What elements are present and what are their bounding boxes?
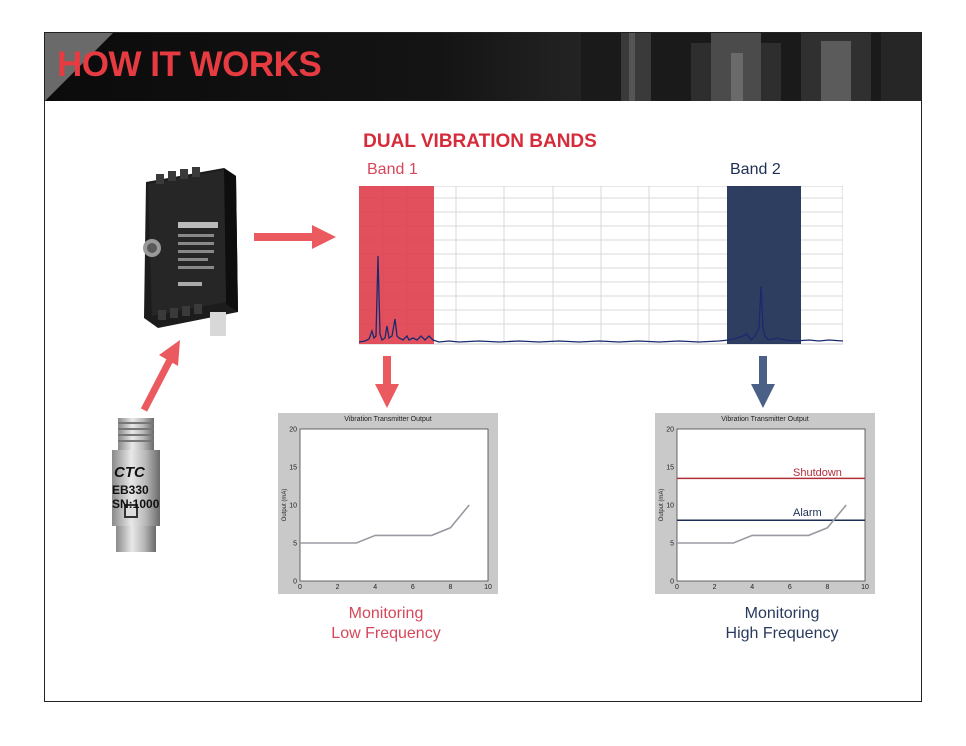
output-series-line bbox=[677, 504, 847, 544]
x-tick-label: 10 bbox=[861, 584, 869, 591]
x-tick-label: 6 bbox=[411, 584, 415, 591]
caption-low: Monitoring Low Frequency bbox=[286, 604, 486, 644]
header-banner: HOW IT WORKS bbox=[45, 33, 921, 101]
caption-low-line1: Monitoring bbox=[348, 605, 424, 622]
alarm-label: Alarm bbox=[793, 507, 822, 519]
page-title: HOW IT WORKS bbox=[57, 45, 322, 84]
y-tick-label: 20 bbox=[666, 427, 674, 434]
y-tick-label: 5 bbox=[670, 541, 674, 548]
x-tick-label: 6 bbox=[788, 584, 792, 591]
output-panel-low: Vibration Transmitter Output 0 5 10 15 20 0 2 4… bbox=[278, 413, 498, 594]
x-tick-label: 8 bbox=[825, 584, 829, 591]
x-tick-label: 2 bbox=[713, 584, 717, 591]
band1-region bbox=[359, 186, 434, 344]
y-tick-label: 10 bbox=[289, 503, 297, 510]
y-tick-label: 10 bbox=[666, 503, 674, 510]
x-tick-label: 2 bbox=[336, 584, 340, 591]
band2-region bbox=[727, 186, 801, 344]
y-axis-label: Output (mA) bbox=[282, 489, 288, 522]
caption-high-line2: High Frequency bbox=[725, 625, 839, 642]
sensor-serial-label: SN:1000 bbox=[112, 497, 160, 511]
plot-area bbox=[676, 428, 866, 582]
output-panel-high: Vibration Transmitter Output 0 5 10 15 20 0 2 4… bbox=[655, 413, 875, 594]
band1-label: Band 1 bbox=[367, 161, 418, 178]
x-tick-label: 10 bbox=[484, 584, 492, 591]
y-tick-label: 0 bbox=[670, 579, 674, 586]
y-tick-label: 15 bbox=[289, 465, 297, 472]
band2-down-arrow bbox=[751, 356, 775, 408]
x-tick-label: 4 bbox=[373, 584, 377, 591]
accelerometer-sensor-image bbox=[112, 418, 160, 552]
caption-high-line1: Monitoring bbox=[744, 605, 820, 622]
plot-area bbox=[299, 428, 489, 582]
caption-low-line2: Low Frequency bbox=[331, 625, 441, 642]
y-tick-label: 20 bbox=[289, 427, 297, 434]
band2-label: Band 2 bbox=[730, 161, 781, 178]
module-to-spectrum-arrow bbox=[254, 225, 336, 249]
sensor-model-label: EB330 bbox=[112, 483, 149, 497]
header-wedge bbox=[45, 33, 113, 101]
diagram-title: DUAL VIBRATION BANDS bbox=[363, 131, 597, 152]
output-series-line bbox=[300, 504, 470, 544]
band1-down-arrow bbox=[375, 356, 399, 408]
industrial-background-image bbox=[581, 33, 921, 101]
output-panel-high-title: Vibration Transmitter Output bbox=[721, 416, 809, 423]
x-tick-label: 0 bbox=[675, 584, 679, 591]
y-tick-label: 5 bbox=[293, 541, 297, 548]
x-tick-label: 8 bbox=[448, 584, 452, 591]
shutdown-label: Shutdown bbox=[793, 467, 842, 479]
spectrum-line bbox=[359, 255, 843, 343]
y-tick-label: 0 bbox=[293, 579, 297, 586]
x-tick-label: 4 bbox=[750, 584, 754, 591]
y-axis-label: Output (mA) bbox=[659, 489, 665, 522]
sensor-brand-label: CTC bbox=[114, 464, 145, 481]
vibration-spectrum-chart bbox=[359, 186, 843, 345]
x-tick-label: 0 bbox=[298, 584, 302, 591]
y-tick-label: 15 bbox=[666, 465, 674, 472]
caption-high: Monitoring High Frequency bbox=[682, 604, 882, 644]
sensor-to-module-arrow bbox=[140, 340, 180, 412]
output-panel-low-title: Vibration Transmitter Output bbox=[344, 416, 432, 423]
transmitter-module-image bbox=[143, 167, 238, 336]
